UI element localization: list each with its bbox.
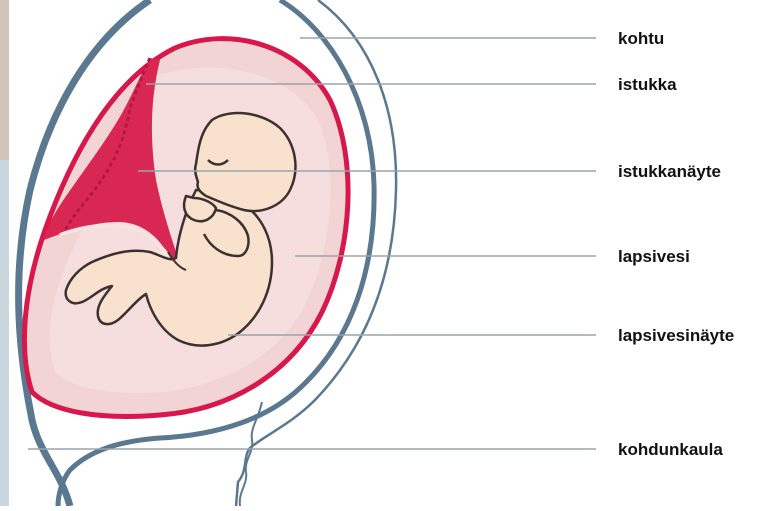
label-istukkanayte: istukkanäyte [618,163,721,180]
label-kohdunkaula: kohdunkaula [618,441,723,458]
label-kohtu: kohtu [618,30,664,47]
label-lapsivesinayte: lapsivesinäyte [618,327,734,344]
label-lapsivesi: lapsivesi [618,248,690,265]
label-istukka: istukka [618,76,677,93]
